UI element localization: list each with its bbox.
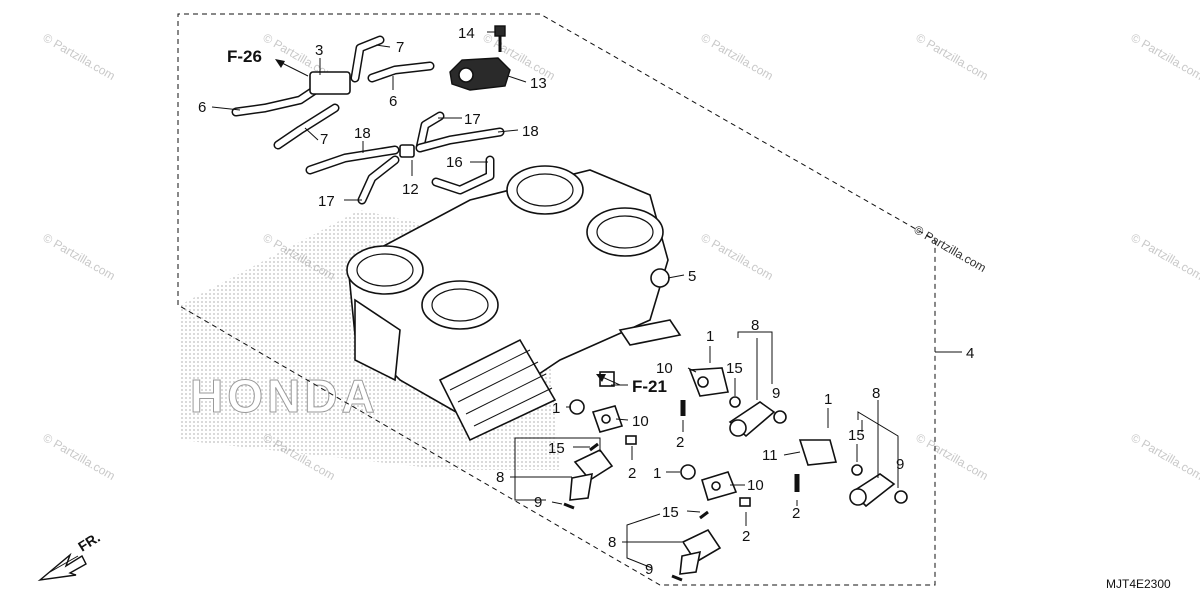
callout-1: 1 — [653, 465, 661, 482]
watermark-text: © Partzilla.com — [699, 230, 776, 283]
callout-18: 18 — [522, 123, 539, 140]
watermark-text: © Partzilla.com — [41, 430, 118, 483]
callout-17: 17 — [464, 111, 481, 128]
callout-11: 11 — [762, 447, 778, 464]
callout-7: 7 — [396, 39, 404, 56]
callout-8: 8 — [608, 534, 616, 551]
callout-15: 15 — [848, 427, 865, 444]
watermark-text: © Partzilla.com — [41, 230, 118, 283]
watermark-text: © Partzilla.com — [914, 430, 991, 483]
callout-8: 8 — [872, 385, 880, 402]
callout-5: 5 — [688, 268, 696, 285]
callout-8: 8 — [496, 469, 504, 486]
watermark-text: © Partzilla.com — [914, 30, 991, 83]
injector-parts — [563, 367, 908, 582]
callout-10: 10 — [747, 477, 764, 494]
callout-2: 2 — [676, 434, 684, 451]
callout-2: 2 — [628, 465, 636, 482]
callout-2: 2 — [792, 505, 800, 522]
part-callouts: 3 7 6 6 7 18 17 18 16 12 17 14 13 5 4 1 … — [198, 25, 974, 578]
callout-10: 10 — [632, 413, 649, 430]
callout-10: 10 — [656, 360, 673, 377]
callout-9: 9 — [772, 385, 780, 402]
watermark-text: © Partzilla.com — [1129, 230, 1200, 283]
watermark-text: © Partzilla.com — [699, 30, 776, 83]
reference-arrows — [275, 59, 621, 386]
callout-6: 6 — [198, 99, 206, 116]
callout-17: 17 — [318, 193, 335, 210]
callout-12: 12 — [402, 181, 419, 198]
callout-7: 7 — [320, 131, 328, 148]
leader-lines — [211, 31, 962, 569]
ref-f26-label: F-26 — [227, 47, 262, 66]
callout-2: 2 — [742, 528, 750, 545]
watermark-text: © Partzilla.com — [41, 30, 118, 83]
watermark-text: © Partzilla.com — [1129, 30, 1200, 83]
callout-14: 14 — [458, 25, 475, 42]
front-arrow: FR. — [37, 529, 103, 582]
callout-9: 9 — [896, 456, 904, 473]
callout-1: 1 — [706, 328, 714, 345]
callout-6: 6 — [389, 93, 397, 110]
callout-1: 1 — [824, 391, 832, 408]
assembly-outline — [177, 13, 936, 586]
callout-13: 13 — [530, 75, 547, 92]
ref-f21-label: F-21 — [632, 377, 667, 396]
hose-joint — [309, 71, 351, 95]
callout-1: 1 — [552, 400, 560, 417]
front-arrow-label: FR. — [75, 529, 103, 555]
map-sensor — [449, 25, 511, 91]
callout-9: 9 — [645, 561, 653, 578]
callout-15: 15 — [726, 360, 743, 377]
vacuum-hoses-group — [231, 35, 505, 205]
callout-16: 16 — [446, 154, 463, 171]
callout-15: 15 — [548, 440, 565, 457]
watermark-text: © Partzilla.com — [1129, 430, 1200, 483]
callout-18: 18 — [354, 125, 371, 142]
diagram-code: MJT4E2300 — [1106, 577, 1171, 591]
brand-watermark: HONDA — [190, 370, 379, 422]
watermark-text: © Partzilla.com — [912, 222, 989, 275]
callout-9: 9 — [534, 494, 542, 511]
callout-15: 15 — [662, 504, 679, 521]
throttle-body — [346, 165, 682, 442]
callout-3: 3 — [315, 42, 323, 59]
callout-4: 4 — [966, 345, 974, 362]
hose-clamp — [399, 144, 415, 158]
callout-8: 8 — [751, 317, 759, 334]
